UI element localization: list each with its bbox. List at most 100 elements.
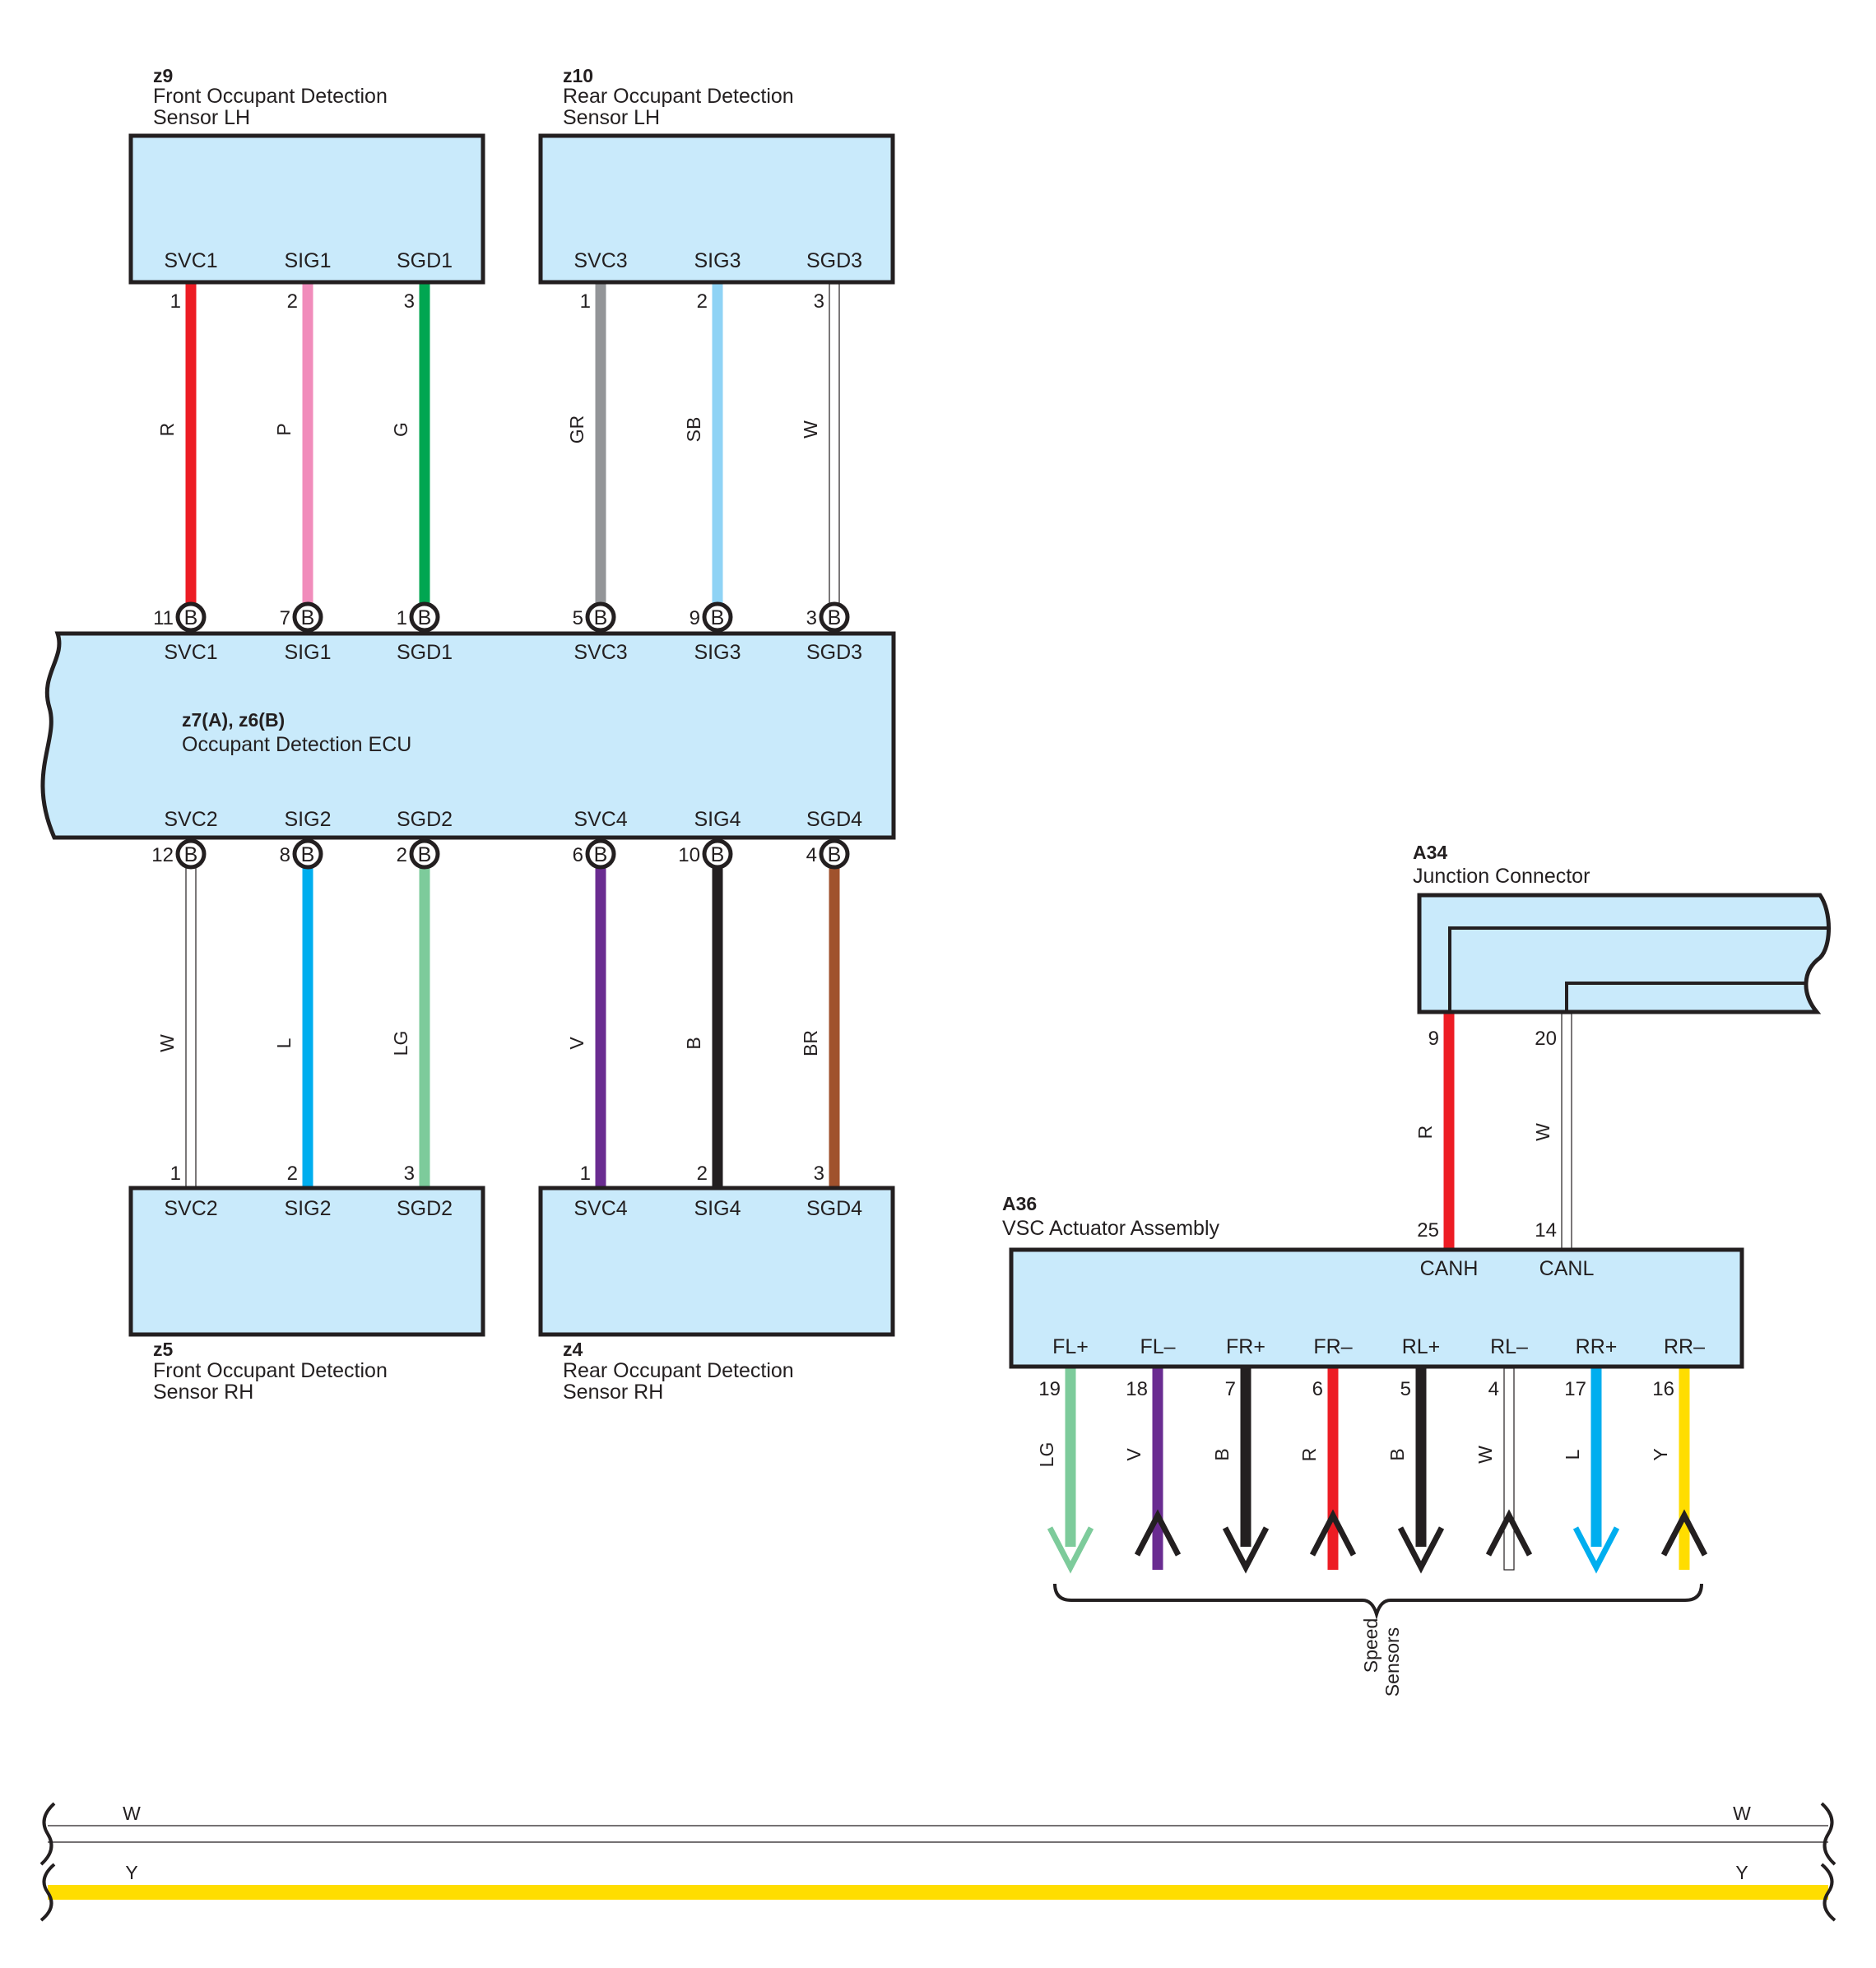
ecu-bottom-pin-svc4: SVC4	[573, 808, 627, 831]
a36-bottom-pin-0: FL+	[1052, 1335, 1089, 1358]
ecu-bottom-terminal-4	[702, 838, 733, 870]
wire-label-z9-1: P	[273, 423, 295, 435]
wire-label-speed-3: R	[1298, 1448, 1320, 1462]
ecu-top-terminal-5-letter: B	[828, 606, 842, 629]
a36-bottom-pin-3: FR–	[1313, 1335, 1352, 1358]
terminals	[175, 601, 1708, 1621]
ecu-bottom-terminal-2-letter: B	[418, 843, 432, 866]
ecu-bottom-terminal-3	[585, 838, 616, 870]
a36-top-pin-number-1: 14	[1535, 1219, 1557, 1242]
arrow-up-icon	[1660, 1509, 1708, 1557]
wire-label-z10-0: GR	[566, 415, 587, 444]
ecu-bottom-pin-sgd4: SGD4	[806, 808, 862, 831]
z4-pin-sig4: SIG4	[694, 1197, 741, 1220]
bus-lines	[39, 1802, 1837, 1922]
a36-id: A36	[1002, 1193, 1037, 1214]
wire-label-z9-0: R	[156, 423, 178, 437]
ecu-top-pin-number-5: 3	[806, 607, 817, 629]
bus-break-w-0	[39, 1802, 56, 1866]
bus-w-label-right: W	[1733, 1803, 1751, 1824]
ecu-top-terminal-1	[292, 601, 323, 633]
z4-pin-number-1: 1	[580, 1163, 591, 1185]
z5-connector-box	[128, 1186, 485, 1337]
wire-z5-0	[185, 863, 197, 1189]
z10-name-line2: Sensor LH	[563, 106, 660, 129]
wire-label-speed-5: W	[1474, 1446, 1496, 1464]
ecu-bottom-pin-number-4: 10	[678, 844, 700, 866]
a36-top-pin-number-0: 25	[1417, 1219, 1439, 1242]
arrow-down-icon	[1397, 1526, 1445, 1574]
bus-y-label-right: Y	[1735, 1862, 1748, 1883]
a34-internal-line-2	[1565, 982, 1807, 1012]
a36-bottom-pin-1: FL–	[1140, 1335, 1175, 1358]
ecu-id: z7(A), z6(B)	[182, 709, 285, 731]
a36-bottom-pin-number-0: 19	[1038, 1378, 1061, 1400]
bus-break-w-1	[1820, 1802, 1837, 1866]
arrow-up-icon	[1485, 1509, 1533, 1557]
wire-label-z4-1: B	[683, 1037, 704, 1049]
a36-bottom-pin-4: RL+	[1402, 1335, 1441, 1358]
ecu-top-pin-number-4: 9	[690, 607, 700, 629]
z5-id: z5	[153, 1339, 174, 1360]
ecu-top-pin-sig3: SIG3	[694, 641, 741, 664]
arrow-up-icon	[1134, 1509, 1182, 1557]
wire-label-speed-1: V	[1123, 1448, 1145, 1461]
a34-connector-box	[1417, 893, 1831, 1014]
z9-pin-number-1: 1	[170, 290, 181, 313]
ecu-top-pin-number-2: 1	[397, 607, 407, 629]
z5-name-line1: Front Occupant Detection	[153, 1359, 388, 1382]
z9-pin-sgd1: SGD1	[397, 249, 453, 272]
speed-sensors-label-line1: Speed	[1360, 1618, 1381, 1673]
a36-bottom-pin-7: RR–	[1664, 1335, 1705, 1358]
wire-can-1	[1561, 1013, 1572, 1250]
ecu-bottom-pin-sig4: SIG4	[694, 808, 741, 831]
ecu-bottom-terminal-0	[175, 838, 207, 870]
a34-pin-number-0: 9	[1428, 1028, 1439, 1050]
z10-name-line1: Rear Occupant Detection	[563, 85, 794, 108]
ecu-bottom-terminal-4-letter: B	[711, 843, 725, 866]
z10-connector-box	[538, 133, 895, 285]
ecu-name: Occupant Detection ECU	[182, 733, 411, 756]
ecu-connector-box	[40, 631, 896, 840]
a34-name: Junction Connector	[1413, 865, 1590, 888]
a36-connector-box	[1009, 1247, 1744, 1369]
ecu-bottom-pin-number-5: 4	[806, 844, 817, 866]
arrow-down-icon	[1572, 1526, 1620, 1574]
z10-pin-number-2: 2	[697, 290, 708, 313]
a34-id: A34	[1413, 842, 1447, 863]
wire-label-speed-7: Y	[1650, 1448, 1671, 1460]
wire-label-speed-2: B	[1211, 1448, 1233, 1460]
ecu-top-terminal-4-letter: B	[711, 606, 725, 629]
ecu-top-pin-number-0: 11	[153, 607, 174, 629]
ecu-bottom-pin-svc2: SVC2	[164, 808, 217, 831]
wire-label-z4-2: BR	[800, 1030, 821, 1056]
z4-connector-box	[538, 1186, 895, 1337]
wire-speed-5	[1503, 1367, 1515, 1571]
z4-pin-number-3: 3	[814, 1163, 824, 1185]
z5-pin-number-1: 1	[170, 1163, 181, 1185]
wire-label-can-0: R	[1414, 1126, 1436, 1139]
ecu-top-terminal-3-letter: B	[594, 606, 608, 629]
z4-pin-sgd4: SGD4	[806, 1197, 862, 1220]
a34-pin-number-1: 20	[1535, 1028, 1557, 1050]
wire-label-speed-0: LG	[1036, 1442, 1057, 1468]
z5-pin-sgd2: SGD2	[397, 1197, 453, 1220]
wire-label-z10-2: W	[800, 420, 821, 439]
arrow-down-icon	[1047, 1526, 1094, 1574]
bus-break-y-0	[39, 1863, 56, 1922]
wire-z10-2	[829, 283, 840, 606]
a36-bottom-pin-number-2: 7	[1225, 1378, 1236, 1400]
arrow-up-icon	[1309, 1509, 1357, 1557]
ecu-top-terminal-5	[819, 601, 850, 633]
bus-y-label-left: Y	[125, 1862, 137, 1883]
ecu-bottom-terminal-1	[292, 838, 323, 870]
ecu-top-pin-svc1: SVC1	[164, 641, 217, 664]
ecu-bottom-terminal-2	[409, 838, 440, 870]
z4-id: z4	[563, 1339, 583, 1360]
connector-boxes	[40, 133, 1831, 1369]
wire-label-z4-0: V	[566, 1037, 587, 1050]
wire-label-speed-4: B	[1386, 1448, 1408, 1460]
z10-pin-sgd3: SGD3	[806, 249, 862, 272]
z9-pin-sig1: SIG1	[285, 249, 332, 272]
